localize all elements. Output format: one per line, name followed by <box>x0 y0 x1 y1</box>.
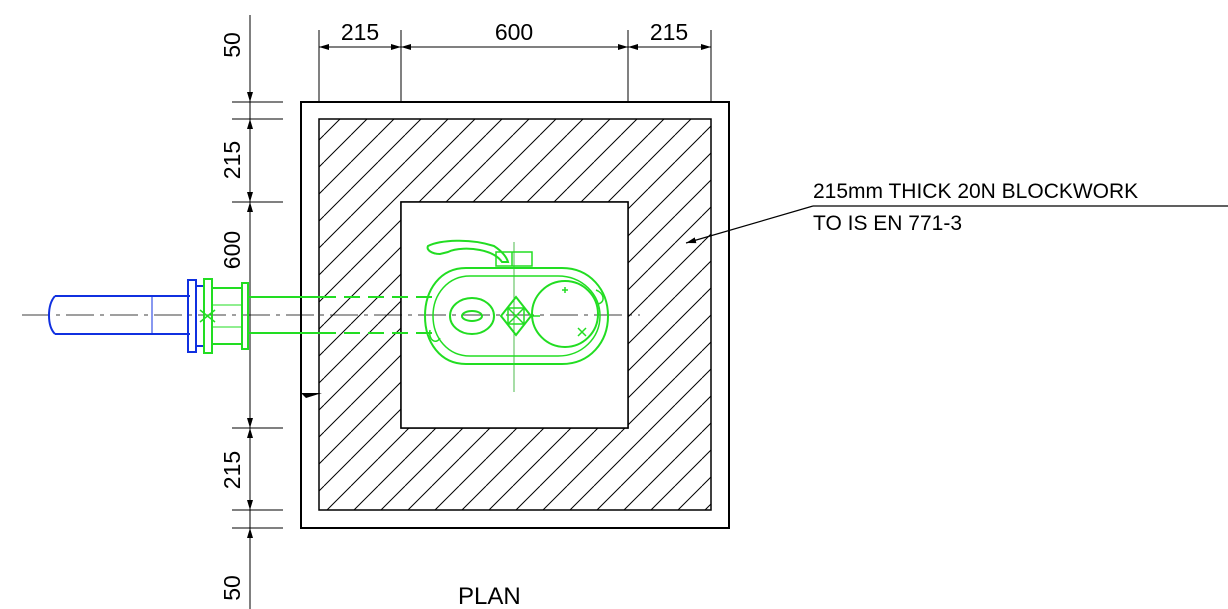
dim-text-left-50-top: 50 <box>219 32 245 58</box>
pipe <box>48 279 204 353</box>
left-dimension-chain: 50 215 600 215 50 <box>219 15 283 609</box>
dim-text-top-215-left: 215 <box>341 19 379 45</box>
fitting-inlet <box>449 297 495 335</box>
pipe-spigot <box>248 296 320 334</box>
annotation-line-1: 215mm THICK 20N BLOCKWORK <box>813 180 1138 203</box>
top-dimension-chain: 215 600 215 <box>318 19 712 102</box>
fitting-outlet <box>531 280 599 348</box>
annotation-line-2: TO IS EN 771-3 <box>813 212 962 235</box>
chamber <box>300 101 730 529</box>
section-marker-arrow <box>301 393 322 398</box>
dim-text-top-600: 600 <box>495 19 533 45</box>
valve-spindle <box>499 295 533 337</box>
dim-text-left-50-bottom: 50 <box>219 575 245 601</box>
annotation-leader <box>685 205 814 244</box>
fitting-body <box>423 267 610 365</box>
pipe-flange <box>187 279 197 353</box>
valve-assembly <box>199 239 610 365</box>
valve-handle <box>426 239 510 263</box>
pipe-body <box>48 295 190 335</box>
dim-text-left-600: 600 <box>219 231 245 269</box>
view-title: PLAN <box>458 583 521 609</box>
dim-text-left-215-bottom: 215 <box>219 451 245 489</box>
blockwork-annotation: 215mm THICK 20N BLOCKWORK TO IS EN 771-3 <box>685 180 1228 244</box>
dim-text-top-215-right: 215 <box>650 19 688 45</box>
dim-text-left-215-top: 215 <box>219 141 245 179</box>
